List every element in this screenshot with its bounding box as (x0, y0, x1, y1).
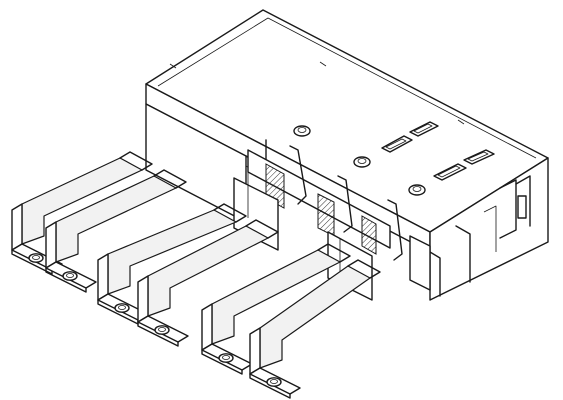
strap-riser (137, 275, 149, 323)
lug-hole-inner (270, 379, 278, 384)
terminal-straps (11, 151, 381, 399)
slot (433, 163, 467, 181)
strap-riser (11, 203, 23, 251)
terminal-strap (249, 259, 381, 399)
strap-riser (201, 303, 213, 351)
top-holes (293, 125, 426, 196)
strap-riser (45, 221, 57, 269)
lug-hole-inner (32, 255, 40, 260)
strap-riser (97, 253, 109, 301)
section-hatch (361, 215, 377, 255)
strap-flange (245, 219, 279, 239)
lug-hole-inner (222, 355, 230, 360)
lug-hole (266, 377, 282, 387)
lug-edge (137, 321, 179, 347)
terminal-strap (137, 219, 279, 347)
lug-edge (201, 349, 243, 375)
mounting-hole (353, 156, 371, 168)
strap-flange (317, 243, 351, 263)
terminal-strap (45, 169, 187, 293)
lug-hole (218, 353, 234, 363)
strap-flange (213, 203, 247, 223)
strap-flange (119, 151, 153, 171)
lug-hole-inner (66, 273, 74, 278)
top-slots (381, 121, 495, 181)
mounting-hole (408, 184, 426, 196)
lug-hole (154, 325, 170, 335)
lug-hole (62, 271, 78, 281)
lug-edge (249, 373, 291, 399)
terminal-strap (97, 203, 247, 325)
strap-riser (249, 327, 261, 375)
mounting-hole (293, 125, 311, 137)
strap-flange (347, 259, 381, 279)
section-hatch (317, 193, 335, 237)
lug-hole (114, 303, 130, 313)
lug-hole-inner (118, 305, 126, 310)
lug-edge (45, 267, 87, 293)
strap-flange (153, 169, 187, 189)
lug-hole (28, 253, 44, 263)
lug-edge (11, 249, 53, 275)
lug-hole-inner (158, 327, 166, 332)
